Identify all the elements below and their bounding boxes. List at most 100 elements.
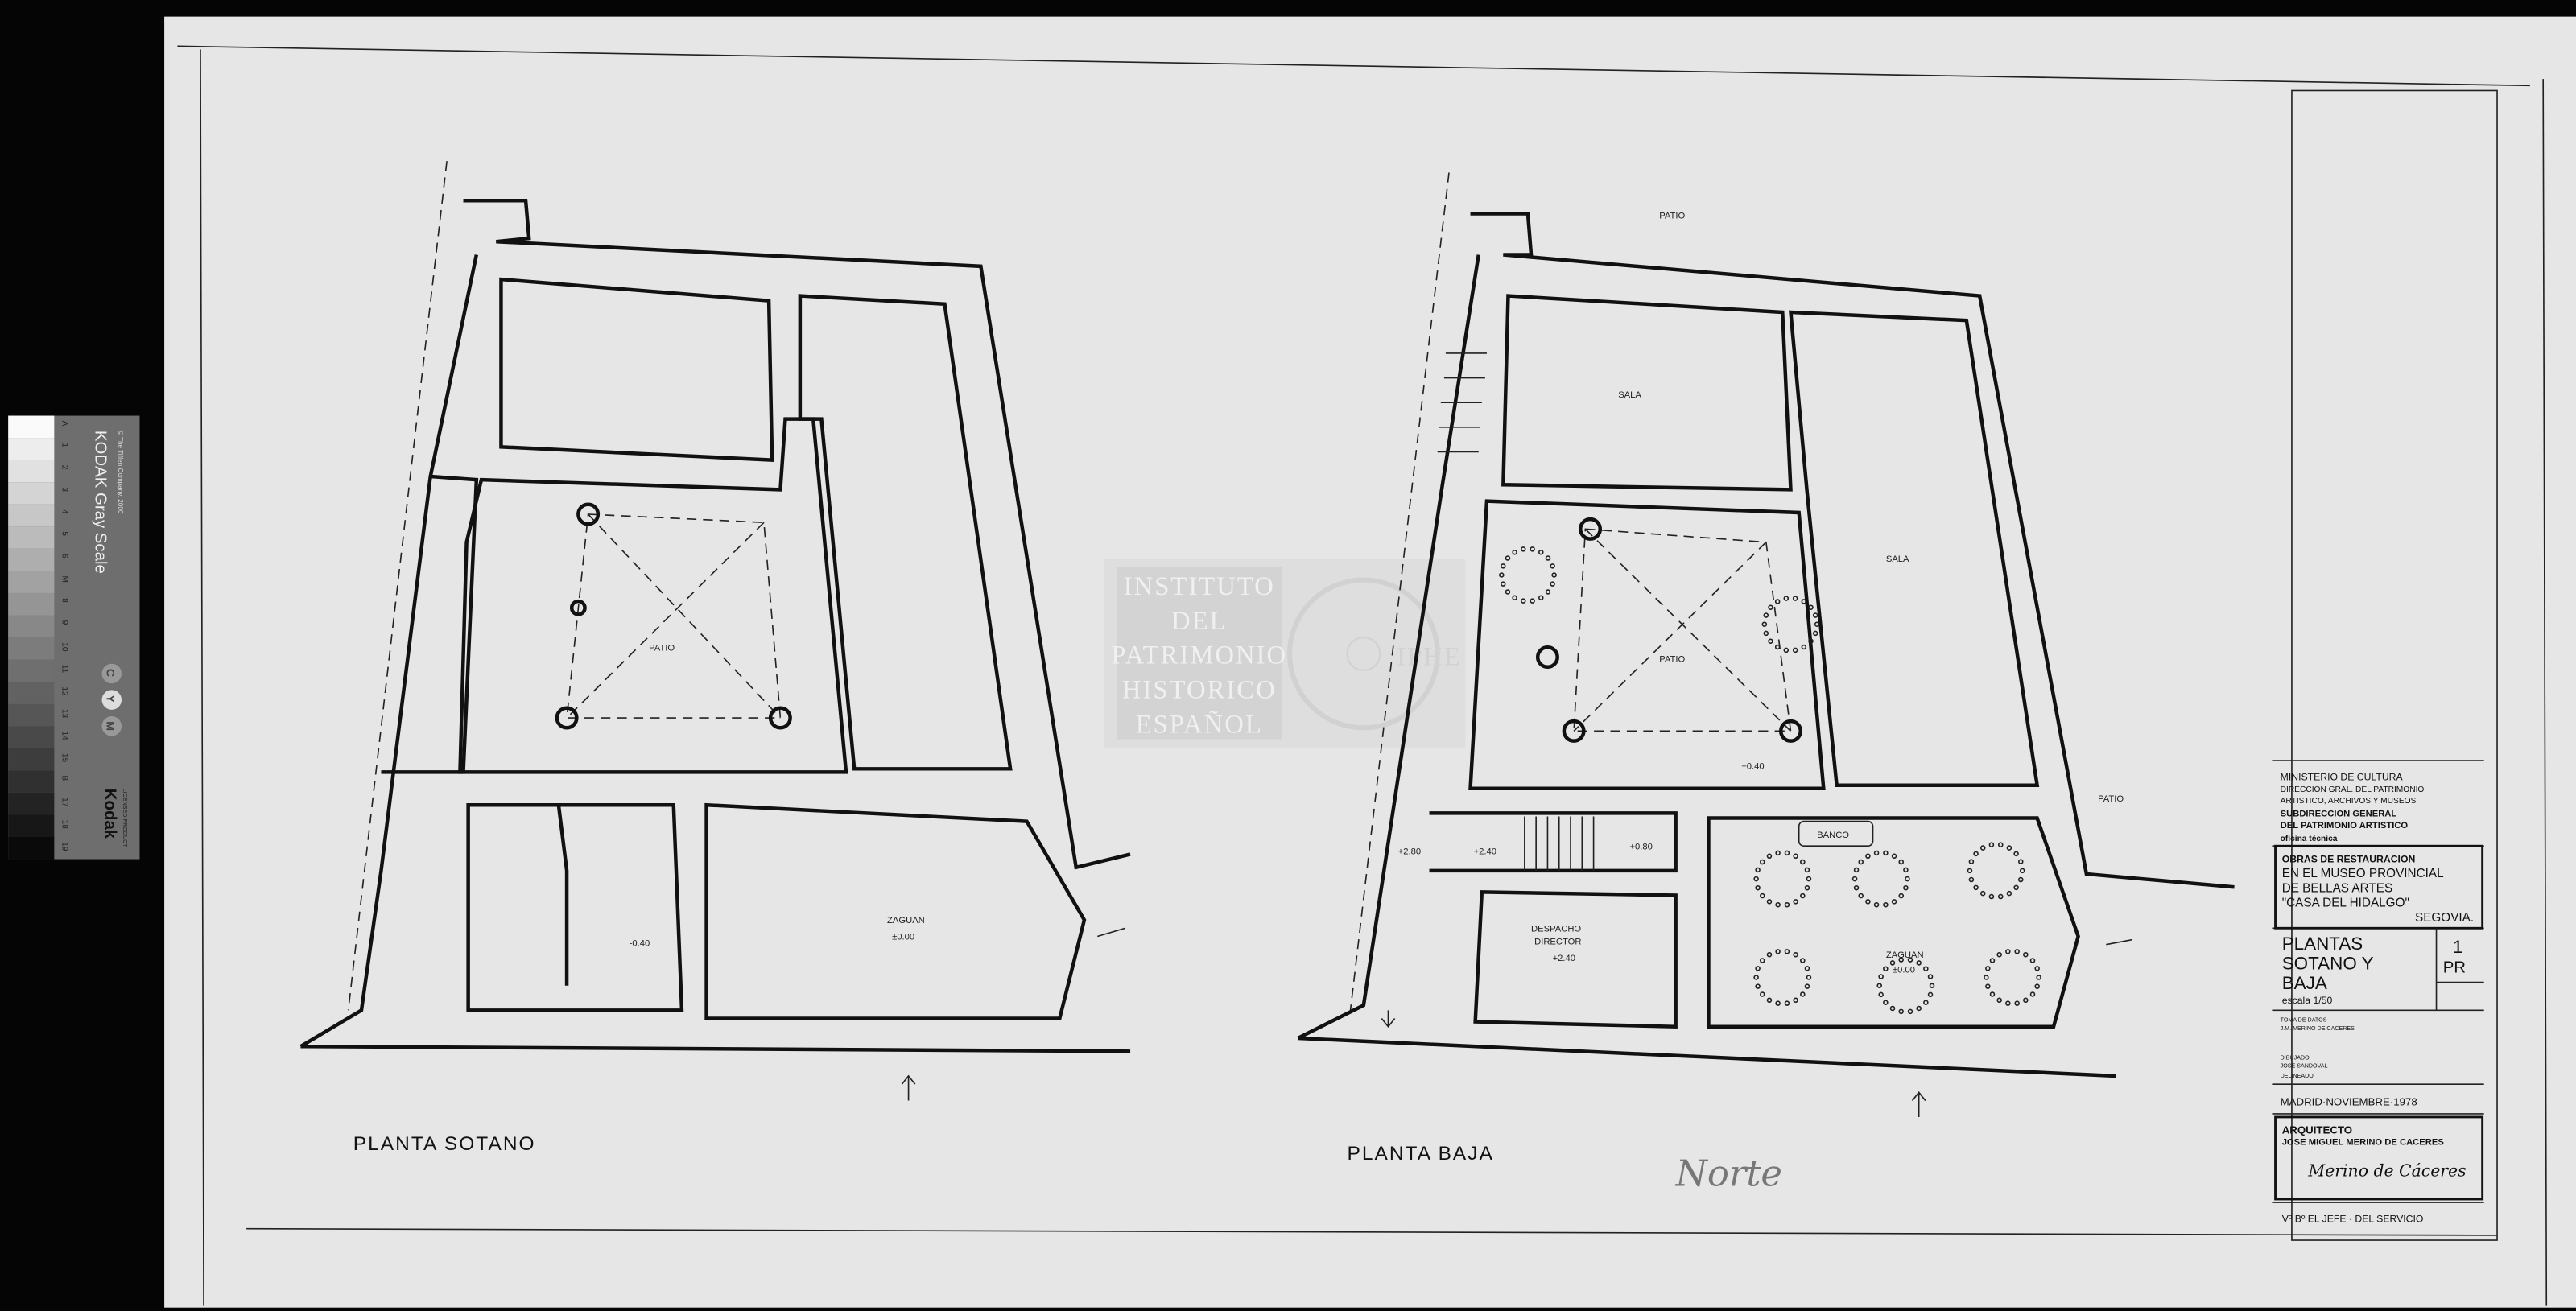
pebble: [1793, 899, 1798, 905]
step-label: 4: [60, 509, 69, 514]
step-label: 2: [60, 465, 69, 470]
pebble: [1973, 851, 1979, 857]
pebble: [1768, 604, 1773, 611]
subdireccion-line: SUBDIRECCION GENERAL: [2281, 810, 2397, 819]
pebble: [2006, 845, 2013, 851]
pebble: [1858, 859, 1864, 865]
color-dot-icon: [101, 716, 122, 736]
pebble: [2019, 868, 2025, 874]
pebble: [1792, 647, 1798, 653]
room-label: PATIO: [2098, 794, 2124, 804]
pebble: [1898, 893, 1905, 899]
plan-title: PLANTA BAJA: [1347, 1143, 1493, 1165]
pebble: [1768, 638, 1773, 644]
pebble: [1755, 966, 1761, 971]
step-label: B: [60, 775, 69, 781]
pebble: [1808, 604, 1814, 611]
step-label: M: [60, 576, 69, 583]
pebble: [1916, 960, 1922, 966]
pebble: [1804, 867, 1810, 873]
pebble: [1997, 893, 2004, 900]
gray-scale-card: KODAK Gray Scale © The Tiffen Company, 2…: [8, 415, 140, 860]
pebble: [2034, 983, 2040, 989]
step-label: 10: [60, 642, 69, 652]
pebble: [1806, 876, 1812, 882]
pebble: [1898, 859, 1905, 865]
dibujado-label: DIBUJADO: [2281, 1055, 2310, 1062]
step-label: 1: [60, 443, 69, 447]
pebble: [2013, 884, 2019, 891]
room-label: DESPACHO: [1531, 924, 1581, 934]
pebble: [2029, 991, 2036, 997]
gray-patch: [8, 548, 55, 571]
pebble: [1852, 876, 1858, 882]
pebble: [1814, 621, 1820, 627]
room-label: PATIO: [1659, 655, 1685, 665]
pebble: [1889, 960, 1896, 966]
pebble: [1512, 549, 1517, 555]
side-entrance-arrow-icon: [2106, 938, 2133, 946]
pebble: [1801, 644, 1807, 650]
scale-label: escala 1/50: [2282, 995, 2333, 1006]
watermark-line: INSTITUTO: [1124, 572, 1275, 601]
pebble: [1800, 958, 1806, 963]
pebble: [1793, 951, 1798, 958]
pebble: [1903, 884, 1909, 891]
gray-patch: [8, 837, 55, 860]
pebble: [1812, 612, 1818, 618]
gray-patch: [8, 482, 55, 505]
step-label: 5: [60, 531, 69, 536]
gray-patches: [8, 415, 55, 860]
pebble: [2013, 851, 2019, 857]
pebble: [1812, 630, 1818, 637]
watermark-line: ESPAÑOL: [1136, 709, 1263, 739]
pebble: [1865, 853, 1871, 860]
room-label: ZAGUAN: [887, 916, 925, 926]
color-dot-label: Y: [104, 695, 117, 703]
drawing-border: [177, 45, 2548, 1306]
handwritten-north-note: Norte: [1675, 1152, 1782, 1195]
gray-patch: [8, 415, 55, 439]
pebble: [1800, 859, 1806, 865]
project-line: SEGOVIA.: [2415, 911, 2474, 925]
level-label: +0.80: [1629, 842, 1652, 851]
title-block: MINISTERIO DE CULTURA DIRECCION GRAL. DE…: [2272, 89, 2498, 1241]
project-line: DE BELLAS ARTES: [2282, 881, 2392, 895]
color-dot-label: C: [104, 669, 117, 677]
pebble: [1793, 997, 1798, 1004]
pebble: [1804, 983, 1810, 989]
pebble: [2036, 975, 2041, 980]
room-label: SALA: [1886, 554, 1909, 564]
pebble: [1891, 899, 1897, 905]
pebble: [1804, 966, 1810, 971]
pebble: [1792, 596, 1798, 601]
pebble: [1898, 957, 1904, 963]
pebble: [1766, 853, 1773, 860]
step-label: A: [60, 421, 69, 427]
pebble: [1793, 853, 1798, 860]
pebble: [1873, 901, 1880, 908]
pebble: [2005, 949, 2011, 954]
pebble: [1784, 1000, 1790, 1006]
pebble: [2005, 1000, 2011, 1006]
project-line: OBRAS DE RESTAURACION: [2282, 854, 2416, 865]
pebble: [1988, 842, 1995, 847]
pebble: [1907, 1008, 1913, 1015]
step-label: 6: [60, 554, 69, 559]
entrance-arrow-icon: [1911, 1091, 1926, 1117]
pebble: [1996, 997, 2002, 1004]
pebble: [1968, 876, 1975, 883]
pebble: [1783, 596, 1790, 601]
gray-patch: [8, 770, 55, 793]
pebble: [1784, 901, 1790, 908]
pebble: [1763, 612, 1769, 618]
pebble: [1858, 893, 1864, 899]
pebble: [2023, 997, 2029, 1004]
pebble: [1984, 975, 1989, 980]
step-label: 8: [60, 598, 69, 603]
oficina-label: oficina técnica: [2281, 835, 2338, 843]
level-label: +2.40: [1474, 847, 1496, 856]
pebble: [1774, 644, 1781, 650]
pebble: [1883, 901, 1889, 908]
side-entrance-arrow-icon: [1097, 927, 1126, 938]
